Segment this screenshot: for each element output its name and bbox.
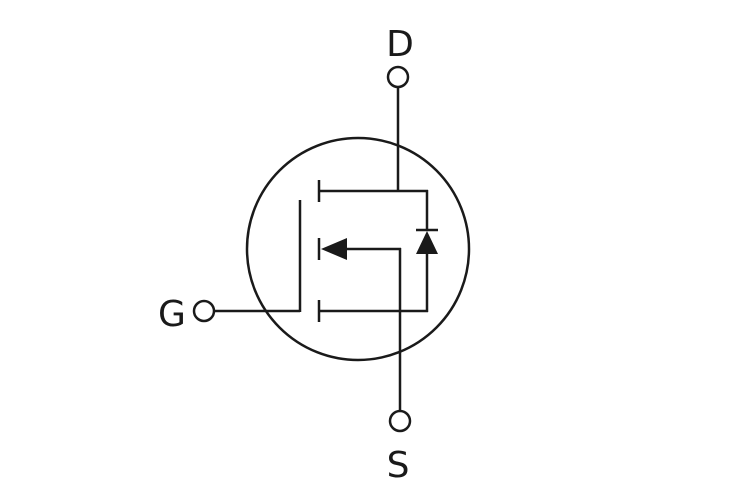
drain-label: D xyxy=(386,24,414,65)
diode-triangle xyxy=(416,231,438,254)
transistor-body-circle xyxy=(245,136,471,362)
gate-label: G xyxy=(158,294,186,335)
source-label: S xyxy=(387,445,410,486)
gate-terminal xyxy=(192,299,216,323)
body-arrow-icon xyxy=(321,238,347,260)
source-terminal xyxy=(388,409,412,433)
drain-terminal xyxy=(386,65,410,89)
